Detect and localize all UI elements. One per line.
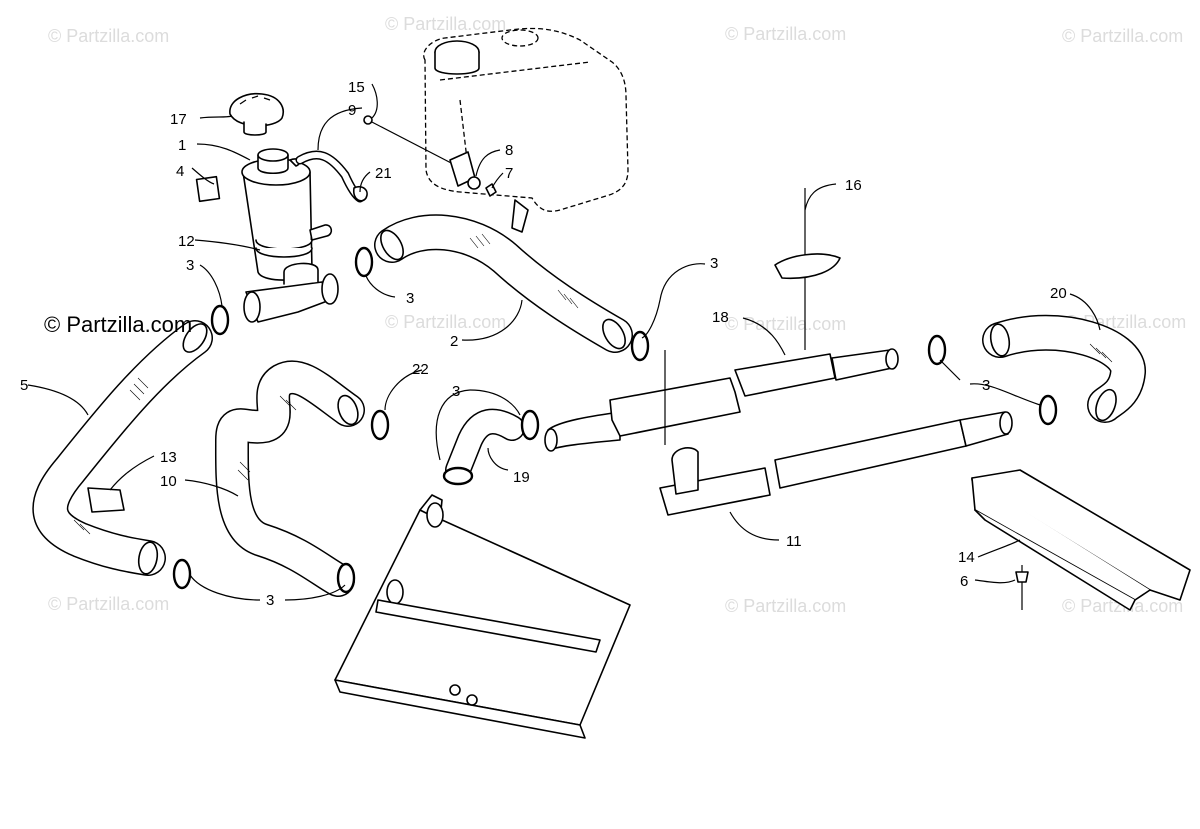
callout-3: 3 xyxy=(982,377,990,394)
callout-9: 9 xyxy=(348,102,356,119)
watermark: © Partzilla.com xyxy=(725,314,846,334)
callout-18: 18 xyxy=(712,309,729,326)
main-watermark: © Partzilla.com xyxy=(44,312,192,337)
hose-2 xyxy=(374,214,633,353)
decal xyxy=(195,175,221,203)
callout-3: 3 xyxy=(452,383,460,400)
callout-3: 3 xyxy=(406,290,414,307)
callout-3: 3 xyxy=(710,255,718,272)
callout-15: 15 xyxy=(348,79,365,96)
callout-2: 2 xyxy=(450,333,458,350)
hose-10 xyxy=(214,360,365,597)
hose-19 xyxy=(445,408,525,483)
skid-plate xyxy=(971,469,1191,611)
callout-22: 22 xyxy=(412,361,429,378)
callout-21: 21 xyxy=(375,165,392,182)
watermark: © Partzilla.com xyxy=(48,594,169,614)
callout-12: 12 xyxy=(178,233,195,250)
callout-5: 5 xyxy=(20,377,28,394)
heat-exchanger-upper xyxy=(544,348,899,452)
callout-6: 6 xyxy=(960,573,968,590)
callout-14: 14 xyxy=(958,549,975,566)
watermark: © Partzilla.com xyxy=(1062,26,1183,46)
watermark: © Partzilla.com xyxy=(385,312,506,332)
callout-19: 19 xyxy=(513,469,530,486)
heat-exchanger-lower xyxy=(659,411,1013,516)
callout-8: 8 xyxy=(505,142,513,159)
callout-20: 20 xyxy=(1050,285,1067,302)
callout-11: 11 xyxy=(786,533,802,550)
hose-20 xyxy=(982,314,1146,423)
callout-13: 13 xyxy=(160,449,177,466)
watermark: © Partzilla.com xyxy=(725,24,846,44)
callout-16: 16 xyxy=(845,177,862,194)
watermark: © Partzilla.com xyxy=(385,14,506,34)
watermark: © Partzilla.com xyxy=(725,596,846,616)
watermark: © Partzilla.com xyxy=(48,26,169,46)
radiator-panel xyxy=(334,494,631,739)
coolant-bottle xyxy=(229,92,339,323)
hose-5 xyxy=(32,320,213,576)
tank xyxy=(423,27,629,233)
callout-3: 3 xyxy=(266,592,274,609)
bolt-15 xyxy=(367,119,456,166)
cover-pad xyxy=(774,253,841,280)
callout-7: 7 xyxy=(505,165,513,182)
clip-13 xyxy=(87,487,125,513)
leader-lines xyxy=(27,83,1101,601)
clamps xyxy=(172,246,1058,594)
callout-3: 3 xyxy=(186,257,194,274)
callout-10: 10 xyxy=(160,473,177,490)
callout-4: 4 xyxy=(176,163,184,180)
callout-1: 1 xyxy=(178,137,186,154)
callouts: 17 1 4 12 3 15 9 8 7 21 3 2 3 18 16 20 3… xyxy=(20,79,1067,609)
callout-17: 17 xyxy=(170,111,187,128)
